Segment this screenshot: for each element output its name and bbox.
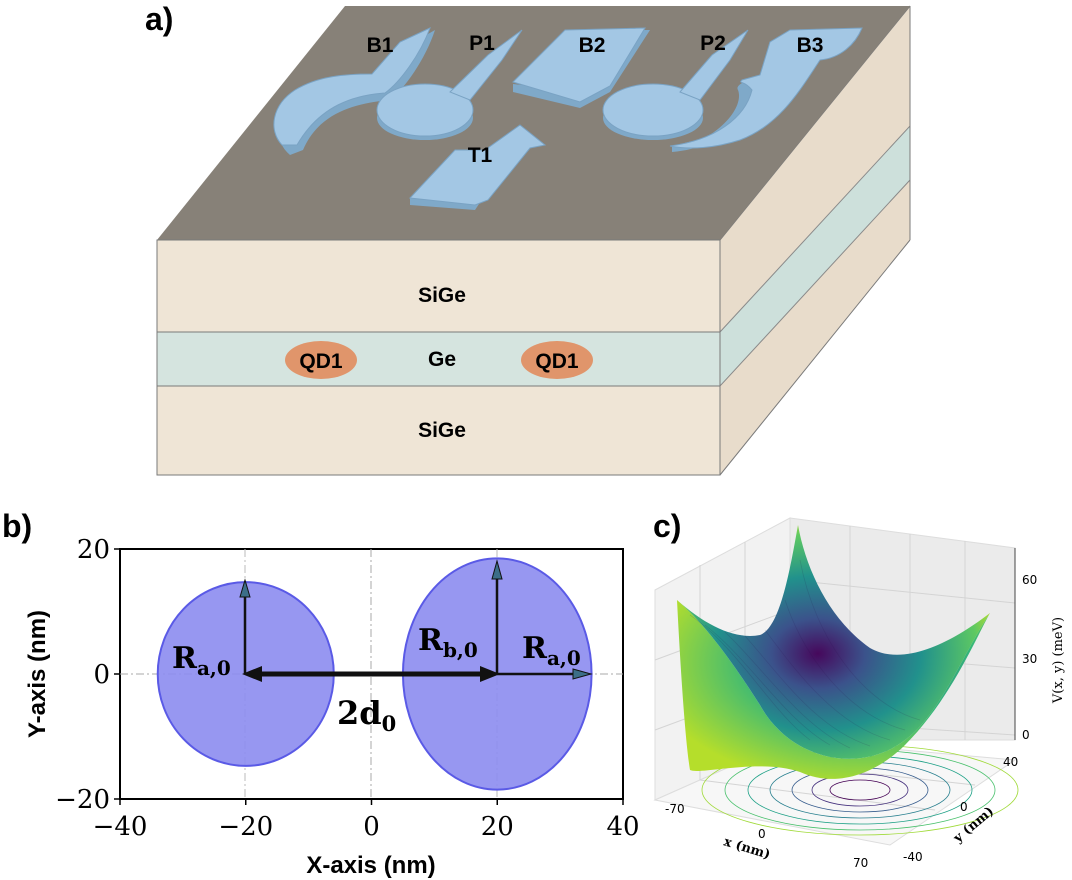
gate-t1: T1 [408, 124, 547, 210]
x-tick-70: 70 [853, 856, 868, 870]
gate-b1: B1 [273, 27, 435, 155]
gate-b1-label: B1 [367, 34, 394, 57]
z-tick-30: 30 [1022, 652, 1037, 666]
quantum-dot-left [285, 341, 357, 379]
y-tick-label: 0 [93, 660, 110, 690]
sige-bottom-label: SiGe [418, 419, 466, 442]
ra-left-arrowhead [239, 578, 251, 598]
x-tick-label: −40 [93, 812, 148, 842]
y-ticks: 20 0 −20 [55, 535, 120, 815]
x-axis-label: X-axis (nm) [306, 852, 435, 879]
gate-p2-label: P2 [700, 32, 726, 55]
rb-arrowhead [491, 559, 503, 580]
sige-top-layer [156, 239, 721, 333]
gate-p1: P1 [376, 29, 523, 140]
surface-mesh [689, 559, 921, 749]
ra-right-arrowhead [572, 668, 593, 680]
gate-b2: B2 [512, 27, 650, 108]
distance-label: 2d0 [337, 694, 396, 736]
gate-t1-label: T1 [468, 144, 493, 167]
sige-top-label: SiGe [418, 284, 466, 307]
ge-layer [156, 331, 721, 387]
distance-arrowhead-left [242, 666, 262, 682]
ra-left-label: Ra,0 [172, 641, 231, 680]
rb-label: Rb,0 [418, 623, 478, 662]
x-tick-label: 20 [481, 812, 514, 842]
y-tick-label: −20 [55, 785, 110, 815]
potential-surface [677, 525, 990, 759]
ge-label: Ge [428, 348, 456, 371]
y-tick-40: 40 [1003, 755, 1018, 769]
gate-p2: P2 [602, 29, 749, 140]
y-axis-label: Y-axis (nm) [24, 610, 51, 738]
quantum-dot-right [521, 341, 593, 379]
distance-arrowhead-right [480, 666, 500, 682]
ra-right-label: Ra,0 [522, 631, 581, 670]
panel-a: a) SiGe Ge SiGe QD1 QD1 B1 [145, 1, 911, 476]
panel-a-label: a) [145, 1, 173, 37]
x-tick-label: −20 [218, 812, 273, 842]
z-tick-60: 60 [1022, 573, 1037, 587]
x-ticks: −40 −20 0 20 40 [93, 799, 640, 842]
panel-b-label: b) [2, 508, 32, 544]
gate-p1-label: P1 [469, 32, 495, 55]
gate-b3: B3 [669, 27, 863, 152]
x-tick-0: 0 [758, 827, 766, 841]
y-tick-neg40: -40 [903, 850, 923, 864]
x-tick-label: 40 [606, 812, 639, 842]
sige-bottom-layer [156, 385, 721, 476]
panel-c: c) [653, 508, 1066, 870]
y-tick-label: 20 [77, 535, 110, 565]
gate-b2-label: B2 [579, 34, 606, 57]
z-tick-0: 0 [1022, 728, 1030, 742]
quantum-dot-right-label: QD1 [535, 350, 579, 373]
quantum-dot-left-label: QD1 [299, 350, 343, 373]
y-tick-0: 0 [960, 800, 968, 814]
x-tick-neg70: -70 [665, 802, 685, 816]
gate-b3-label: B3 [797, 34, 824, 57]
potential-surface-front [677, 600, 990, 779]
z-axis-label: V(x, y) (meV) [1051, 617, 1066, 704]
x-tick-label: 0 [363, 812, 380, 842]
panel-c-label: c) [653, 508, 681, 544]
